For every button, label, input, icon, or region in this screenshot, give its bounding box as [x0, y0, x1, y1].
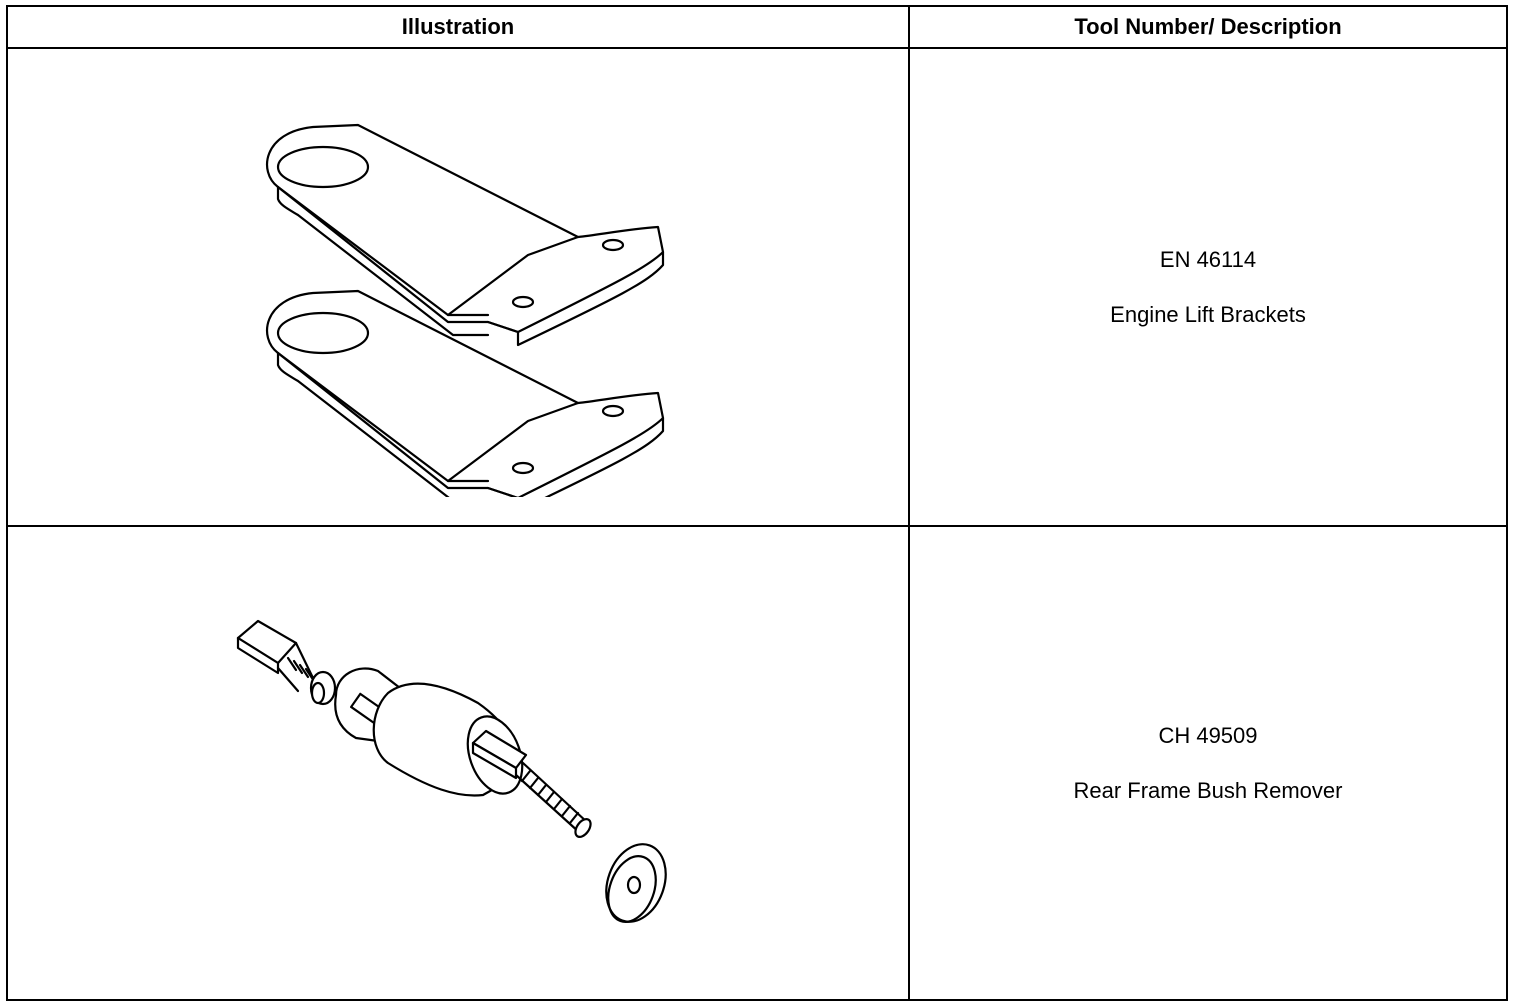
table-row: CH 49509 Rear Frame Bush Remover [6, 525, 1508, 1001]
illustration-cell [6, 525, 910, 1001]
special-tools-table: Illustration Tool Number/ Description [6, 5, 1508, 1001]
tool-description: Engine Lift Brackets [1110, 301, 1306, 327]
illustration-cell [6, 47, 910, 527]
lift-bracket-bottom [265, 289, 665, 497]
bush-remover-assembly [236, 619, 667, 923]
tool-description-cell: CH 49509 Rear Frame Bush Remover [908, 525, 1508, 1001]
header-tool-number-description: Tool Number/ Description [908, 5, 1508, 49]
tool-number: EN 46114 [1159, 246, 1257, 272]
tool-description-cell: EN 46114 Engine Lift Brackets [908, 47, 1508, 527]
table-header-row: Illustration Tool Number/ Description [6, 5, 1508, 49]
tool-number: CH 49509 [1158, 722, 1258, 748]
table-row: EN 46114 Engine Lift Brackets [6, 47, 1508, 527]
header-illustration: Illustration [6, 5, 910, 49]
bush-remover-drawing-icon [236, 619, 667, 923]
tool-description: Rear Frame Bush Remover [1073, 777, 1343, 803]
engine-lift-brackets-drawing-icon [265, 123, 665, 497]
lift-bracket-top [265, 123, 665, 347]
